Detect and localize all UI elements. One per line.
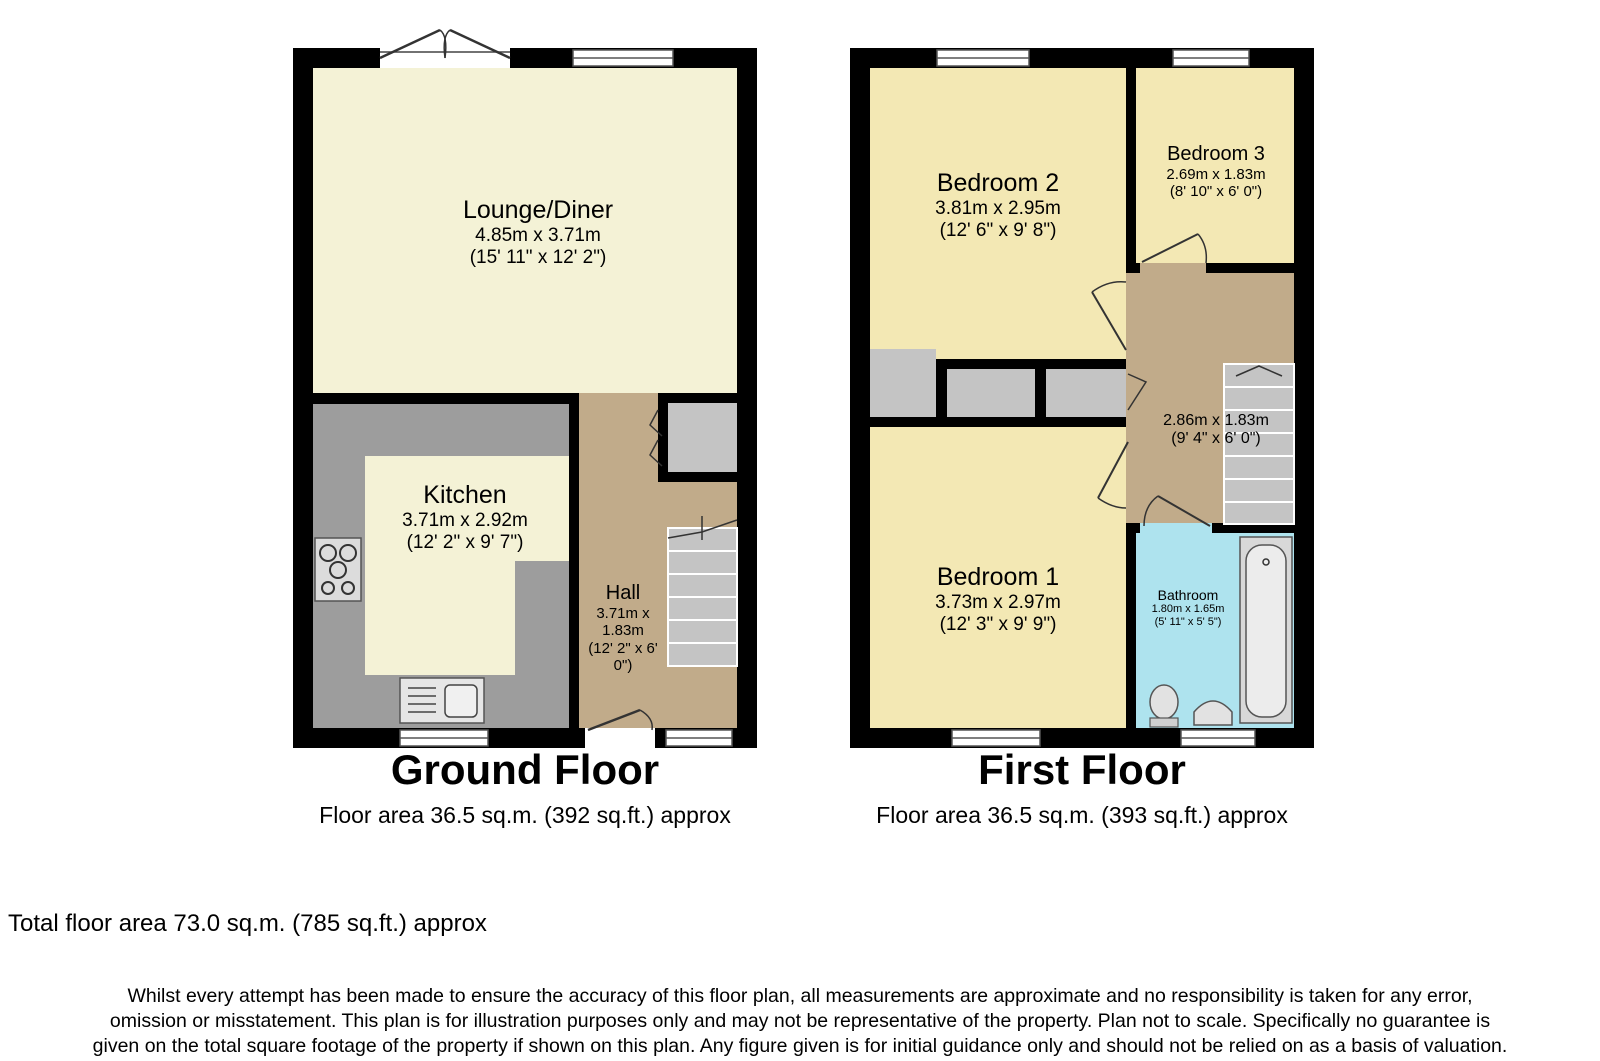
lounge-name: Lounge/Diner bbox=[462, 196, 614, 224]
first-floor-title: First Floor bbox=[978, 746, 1186, 793]
bedroom-2-name: Bedroom 2 bbox=[936, 169, 1060, 197]
bedroom-3-dim-ft: (8' 10" x 6' 0") bbox=[1169, 183, 1263, 201]
bathroom-dim-m: 1.80m x 1.65m bbox=[1151, 603, 1225, 616]
bedroom-1-window bbox=[951, 729, 1041, 747]
bedroom-3-floor bbox=[1136, 68, 1294, 263]
bathroom-door bbox=[1140, 495, 1212, 533]
hall-window bbox=[665, 729, 733, 747]
hall-dim-2: 1.83m bbox=[602, 622, 644, 640]
hall-dim-1: 3.71m x bbox=[596, 605, 650, 622]
total-floor-area: Total floor area 73.0 sq.m. (785 sq.ft.)… bbox=[8, 910, 487, 937]
lounge-label: Lounge/Diner 4.85m x 3.71m (15' 11" x 12… bbox=[413, 196, 663, 268]
wardrobe bbox=[870, 349, 936, 417]
hall-dim-3: (12' 2" x 6' bbox=[588, 639, 658, 657]
bedroom-3-name: Bedroom 3 bbox=[1167, 143, 1265, 165]
ground-floor-title: Ground Floor bbox=[390, 746, 660, 793]
kitchen-sink bbox=[399, 677, 485, 724]
hob bbox=[314, 537, 362, 602]
kitchen-hall-wall bbox=[569, 548, 579, 728]
ground-floor-area: Floor area 36.5 sq.m. (392 sq.ft.) appro… bbox=[319, 802, 731, 828]
landing-dim-ft: (9' 4" x 6' 0") bbox=[1171, 430, 1261, 448]
ground-floor-plan bbox=[293, 28, 757, 748]
lounge-floor bbox=[313, 68, 737, 393]
hall-label: Hall 3.71m x 1.83m (12' 2" x 6' 0") bbox=[575, 582, 671, 674]
disclaimer: Whilst every attempt has been made to en… bbox=[6, 984, 1594, 1059]
lounge-dim-m: 4.85m x 3.71m bbox=[475, 224, 601, 246]
bedroom-3-window bbox=[1172, 49, 1250, 67]
ground-floor-french-doors bbox=[379, 28, 511, 68]
toilet bbox=[1149, 684, 1179, 728]
kitchen-label: Kitchen 3.71m x 2.92m (12' 2" x 9' 7") bbox=[365, 481, 565, 553]
first-floor-area: Floor area 36.5 sq.m. (393 sq.ft.) appro… bbox=[876, 802, 1288, 828]
bathroom-label: Bathroom 1.80m x 1.65m (5' 11" x 5' 5") bbox=[1136, 587, 1240, 628]
disclaimer-line: given on the total square footage of the… bbox=[92, 1035, 1508, 1057]
bedroom-2-window bbox=[936, 49, 1030, 67]
lounge-dim-ft: (15' 11" x 12' 2") bbox=[469, 246, 607, 268]
kitchen-dim-ft: (12' 2" x 9' 7") bbox=[406, 531, 524, 553]
cupboard-door bbox=[649, 409, 663, 467]
bedroom-1-dim-m: 3.73m x 2.97m bbox=[935, 591, 1061, 613]
disclaimer-line: Whilst every attempt has been made to en… bbox=[127, 985, 1473, 1007]
bedroom-2-door bbox=[1091, 278, 1136, 352]
airing-cupboard-door bbox=[1126, 372, 1148, 414]
basin bbox=[1193, 700, 1233, 726]
wardrobe bbox=[1046, 369, 1126, 417]
bedroom-2-dim-ft: (12' 6" x 9' 8") bbox=[939, 219, 1057, 241]
bathroom-window bbox=[1180, 729, 1256, 747]
kitchen-hall-wall bbox=[569, 393, 579, 462]
front-door[interactable] bbox=[585, 708, 655, 748]
kitchen-dim-m: 3.71m x 2.92m bbox=[402, 509, 528, 531]
first-floor-plan bbox=[850, 48, 1314, 748]
disclaimer-line: omission or misstatement. This plan is f… bbox=[109, 1010, 1491, 1032]
hall-dim-4: 0") bbox=[613, 656, 633, 674]
hall-cupboard bbox=[668, 403, 737, 472]
kitchen-window bbox=[399, 729, 489, 747]
lounge-window bbox=[572, 49, 674, 67]
bedroom-3-label: Bedroom 3 2.69m x 1.83m (8' 10" x 6' 0") bbox=[1140, 143, 1292, 201]
bedroom-3-dim-m: 2.69m x 1.83m bbox=[1166, 166, 1266, 183]
bedroom-1-door bbox=[1097, 440, 1136, 512]
ground-floor-stairs bbox=[667, 516, 738, 667]
bedroom-1-name: Bedroom 1 bbox=[936, 563, 1060, 591]
hall-name: Hall bbox=[605, 582, 641, 604]
first-floor-stairs bbox=[1223, 363, 1295, 525]
landing-label: 2.86m x 1.83m (9' 4" x 6' 0") bbox=[1140, 412, 1292, 449]
kitchen-floor bbox=[365, 456, 569, 675]
bedroom-2-floor bbox=[870, 68, 1126, 359]
bedroom-3-door bbox=[1140, 233, 1208, 273]
bedroom-1-floor bbox=[870, 427, 1126, 728]
bedroom-1-dim-ft: (12' 3" x 9' 9") bbox=[939, 613, 1057, 635]
landing-dim-m: 2.86m x 1.83m bbox=[1163, 412, 1269, 429]
kitchen-name: Kitchen bbox=[423, 481, 507, 509]
wardrobe bbox=[947, 369, 1035, 417]
bedroom-1-label: Bedroom 1 3.73m x 2.97m (12' 3" x 9' 9") bbox=[878, 563, 1118, 635]
bedroom-2-label: Bedroom 2 3.81m x 2.95m (12' 6" x 9' 8") bbox=[878, 169, 1118, 241]
bath bbox=[1239, 536, 1293, 724]
bedroom-2-dim-m: 3.81m x 2.95m bbox=[935, 197, 1061, 219]
bathroom-dim-ft: (5' 11" x 5' 5") bbox=[1154, 615, 1222, 628]
bathroom-name: Bathroom bbox=[1157, 587, 1219, 603]
